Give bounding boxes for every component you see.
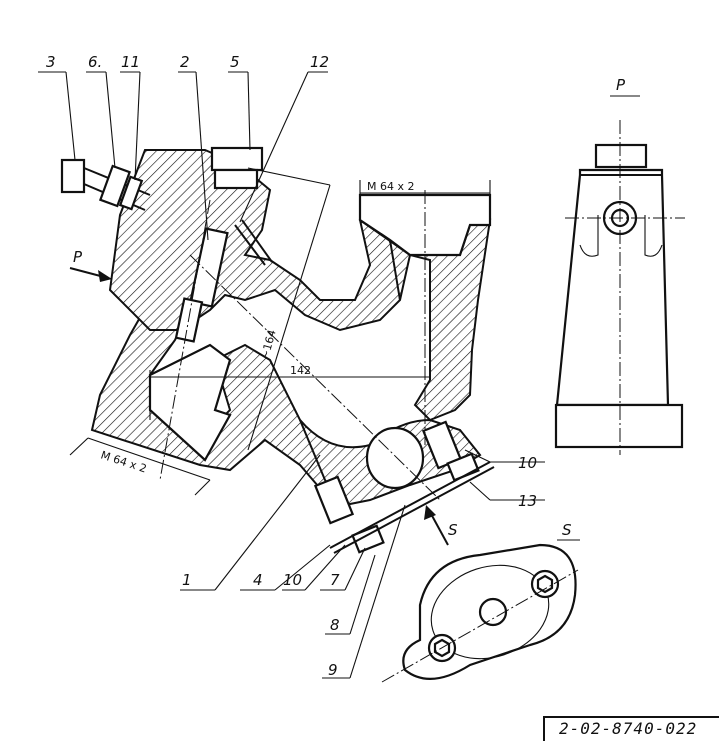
part-number-7: 7	[330, 571, 340, 589]
dimension-thread-top: M 64 x 2	[367, 180, 415, 193]
washer-11	[118, 175, 144, 211]
part-number-6: 6.	[88, 53, 102, 71]
outlet-pipe-wall	[359, 218, 492, 422]
view-p-base	[554, 403, 684, 449]
section-p-label: P	[73, 248, 83, 266]
view-p-title: P	[616, 76, 626, 94]
nut-6	[98, 164, 132, 208]
part-number-9: 9	[328, 661, 338, 679]
drawing-number: 2-02-8740-022	[543, 716, 719, 741]
view-p-plug	[594, 143, 648, 169]
view-s-title: S	[562, 521, 572, 539]
view-s	[381, 539, 580, 683]
part-number-5: 5	[230, 53, 240, 71]
part-number-10-lower: 10	[283, 571, 302, 589]
ball-chamber	[365, 426, 425, 490]
view-p	[554, 95, 685, 455]
dimension-142: 142	[290, 364, 311, 377]
view-s-bore	[478, 597, 508, 627]
plug-5-thread	[213, 168, 259, 190]
section-s-label: S	[448, 521, 458, 539]
gasket-plate	[329, 461, 491, 549]
center-lines	[159, 190, 441, 501]
flange-bolt-left	[313, 475, 355, 525]
plug-5	[210, 146, 264, 172]
dimension-thread-bottom: M 64 x 2	[99, 448, 148, 475]
part-number-3: 3	[46, 53, 56, 71]
section-arrows	[69, 267, 449, 546]
main-section-view	[60, 146, 495, 554]
part-number-10-upper: 10	[518, 454, 537, 472]
part-number-12: 12	[310, 53, 329, 71]
dimension-lines	[69, 167, 491, 496]
part-number-4: 4	[253, 571, 263, 589]
inlet-bore	[148, 343, 232, 462]
dimension-164: ~164	[258, 328, 278, 361]
part-number-13: 13	[518, 492, 537, 510]
part-number-1: 1	[182, 571, 192, 589]
leader-lines	[38, 71, 545, 679]
nut-8	[351, 524, 385, 554]
part-number-8: 8	[330, 616, 340, 634]
part-number-11: 11	[121, 53, 140, 71]
part-number-2: 2	[180, 53, 190, 71]
screw-head-3	[60, 158, 86, 194]
